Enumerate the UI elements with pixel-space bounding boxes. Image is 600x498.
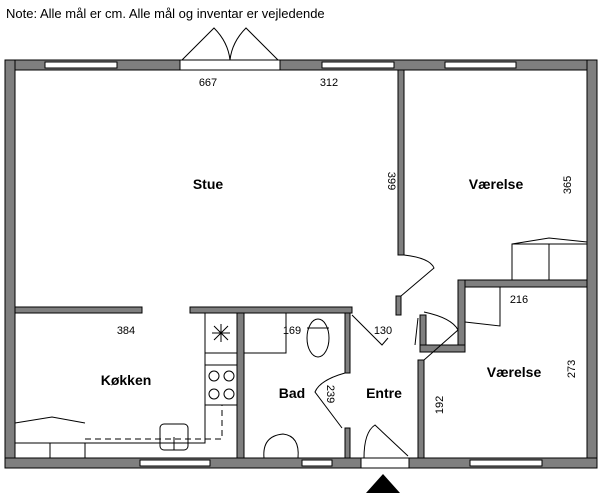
dim-entre-height: 192 [434, 396, 446, 414]
room-label-bad: Bad [279, 385, 305, 401]
dim-vaerelse1-height: 365 [562, 176, 574, 194]
dim-stue-width: 667 [199, 77, 217, 89]
furniture [14, 237, 588, 459]
dim-bad-width: 169 [283, 325, 301, 337]
dim-bad-height: 239 [324, 385, 336, 403]
room-label-stue: Stue [193, 176, 224, 192]
room-label-entre: Entre [366, 385, 402, 401]
room-label-vaerelse-2: Værelse [487, 364, 542, 380]
dim-vaerelse2-height: 273 [566, 360, 578, 378]
exhaust-icon [212, 324, 230, 342]
dim-vaerelse1-width: 312 [320, 77, 338, 89]
interior-doors [314, 254, 459, 429]
dim-entre-width: 130 [374, 325, 392, 337]
dim-koekken-width: 384 [117, 325, 135, 337]
terrace-door-icon [181, 27, 279, 61]
interior-walls [14, 69, 588, 459]
entrance-door-icon [363, 424, 409, 459]
entrance-arrow-icon [366, 474, 400, 493]
top-windows [44, 59, 517, 71]
washbasin-icon [263, 433, 299, 459]
plan-note: Note: Alle mål er cm. Alle mål og invent… [6, 6, 325, 21]
room-label-vaerelse-1: Værelse [469, 176, 524, 192]
bottom-windows [139, 457, 543, 469]
toilet-icon [306, 318, 330, 358]
outer-walls [4, 59, 598, 469]
room-label-koekken: Køkken [101, 372, 152, 388]
dim-stue-height: 399 [385, 172, 397, 190]
dim-vaerelse2-width: 216 [510, 294, 528, 306]
